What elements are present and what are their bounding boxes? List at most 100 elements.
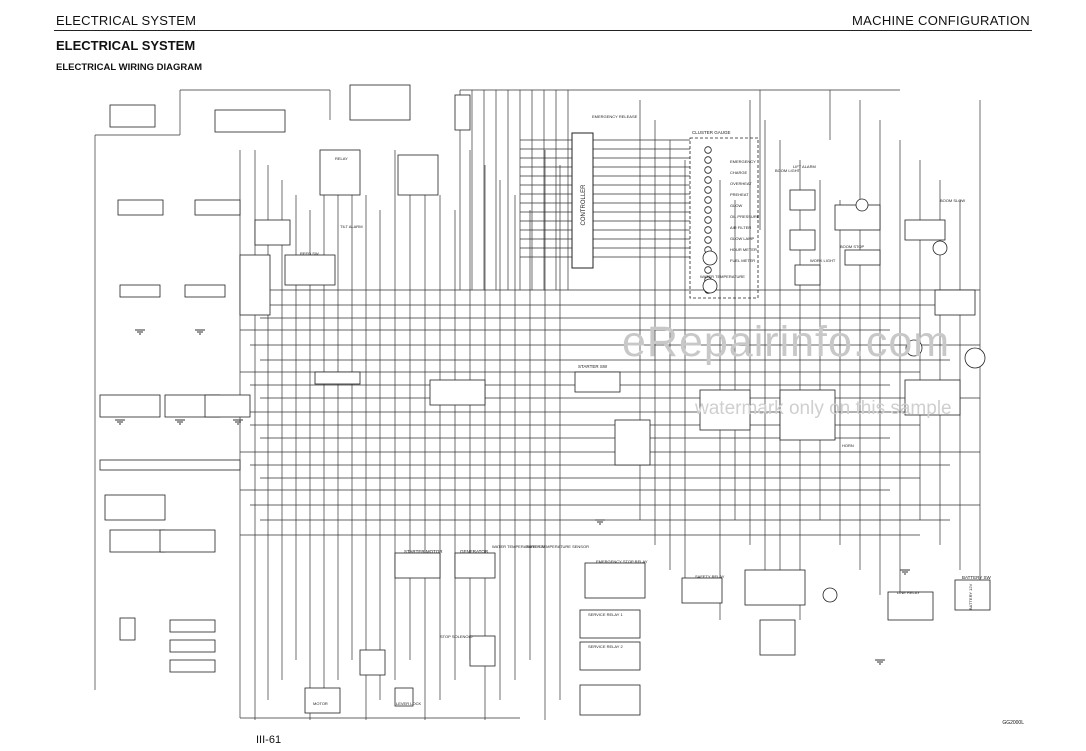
wiper-motor	[779, 389, 836, 441]
cluster-item-label: FUEL METER	[730, 258, 755, 263]
lift-alarm-relay	[214, 109, 286, 133]
work-light-label: WORK LIGHT	[810, 258, 836, 263]
relay-block-3	[204, 394, 251, 418]
reed-sw-block	[284, 254, 336, 286]
boom-light-fixture-2	[789, 229, 816, 251]
service-relay-2-block	[579, 641, 641, 671]
stop-solenoid-block	[469, 635, 496, 667]
cluster-item-label: GLOW	[730, 203, 742, 208]
boom-relay-block	[104, 494, 166, 521]
option-switch	[934, 289, 976, 316]
pump-icon	[905, 339, 923, 357]
gauge-lamp	[704, 146, 712, 154]
option-box	[454, 94, 471, 131]
boom-slow-relay	[904, 219, 946, 241]
travel-alarm-icon	[964, 347, 986, 369]
cluster-item-label: AIR FILTER	[730, 225, 751, 230]
cluster-gauge-label: CLUSTER GAUGE	[692, 130, 731, 135]
pressure-sw	[119, 617, 136, 641]
fuel-gauge-icon	[702, 278, 718, 294]
cluster-item-label: CHARGE	[730, 170, 747, 175]
relay-label: RELAY	[335, 156, 348, 161]
generator-block	[454, 552, 496, 579]
boom-stop-label: BOOM STOP	[840, 244, 864, 249]
meter-icon	[822, 587, 838, 603]
safety-relay-block	[681, 577, 723, 604]
line-relay-block	[887, 591, 934, 621]
controller-label: CONTROLLER	[581, 184, 587, 226]
gauge-lamp	[704, 166, 712, 174]
lift-alarm-label: LIFT ALARM	[793, 164, 816, 169]
cluster-item-label: OIL PRESSURE	[730, 214, 760, 219]
starter-motor-block	[394, 552, 441, 579]
safety-relay-label: SAFETY RELAY	[695, 574, 725, 579]
lever-lock-block	[394, 687, 414, 707]
relay-r1	[169, 619, 216, 633]
lever-lock-label: LEVER LOCK	[396, 701, 421, 706]
controller-block: CONTROLLER	[571, 132, 594, 269]
gauge-lamp	[704, 216, 712, 224]
cluster-item-label: HOUR METER	[730, 247, 757, 252]
boom-stop-sw	[844, 249, 881, 266]
page-number: III-61	[256, 734, 282, 746]
relay-module	[319, 149, 361, 196]
relay-r3	[169, 659, 216, 673]
cluster-item-label: PREHEAT	[730, 192, 749, 197]
header-left-title: ELECTRICAL SYSTEM	[56, 13, 197, 28]
boom-sw-icon	[855, 198, 869, 212]
stop-solenoid-label: STOP SOLENOID	[440, 634, 473, 639]
gauge-lamp	[704, 266, 712, 274]
line-relay-label: LINE RELAY	[897, 590, 920, 595]
temp-gauge-icon	[702, 250, 718, 266]
level-sensor	[397, 154, 439, 196]
speed-shift-block	[359, 649, 386, 676]
colour-legend	[349, 84, 411, 121]
option-relay-2	[429, 379, 486, 406]
watermark-sub: watermark only on this sample	[695, 398, 952, 419]
horn-label: HORN	[842, 443, 854, 448]
water-temp-sw-label: WATER TEMPERATURE SW	[492, 544, 545, 549]
light-sw	[794, 264, 821, 286]
components	[99, 84, 991, 716]
horn-icon	[932, 240, 948, 256]
battery-label: BATTERY 12V	[968, 583, 973, 610]
solenoid-block-2	[184, 284, 226, 298]
boom-light-fixture	[789, 189, 816, 211]
stop-relay-block	[744, 569, 806, 606]
gauge-lamp	[704, 186, 712, 194]
emergency-release-label: EMERGENCY RELEASE	[592, 114, 638, 119]
emergency-stop-relay-block	[584, 562, 646, 599]
cigarette-lighter	[699, 389, 751, 431]
fuse-strip	[99, 459, 241, 471]
shutdown-timer	[759, 619, 796, 656]
swivel-relay	[109, 529, 166, 553]
tilt-alarm-label: TILT ALARM	[340, 224, 363, 229]
motor-block	[304, 687, 341, 714]
section-title: ELECTRICAL SYSTEM	[56, 38, 196, 53]
service-relay-1-block	[579, 609, 641, 639]
service-connector	[109, 104, 156, 128]
cluster-item-label: OVERHEAT	[730, 181, 752, 186]
cluster-item-label: GLOW LAMP	[730, 236, 755, 241]
boom-light-label: BOOM LIGHT	[775, 168, 801, 173]
solenoid-pump	[904, 379, 961, 416]
starter-motor-label: STARTER MOTOR	[404, 549, 443, 554]
generator-label: GENERATOR	[460, 549, 489, 554]
gauge-lamp	[704, 156, 712, 164]
subsection-title: ELECTRICAL WIRING DIAGRAM	[56, 62, 203, 73]
connector-cp2	[194, 199, 241, 216]
gauge-lamp	[704, 236, 712, 244]
starter-sw-label: STARTER SW	[578, 364, 608, 369]
header-rule	[54, 30, 1032, 31]
connector-cp1	[117, 199, 164, 216]
service-relay-3-block	[579, 684, 641, 716]
water-temp-sensor-label: WATER TEMPERATURE SENSOR	[526, 544, 589, 549]
gauge-lamp	[704, 196, 712, 204]
solenoid-block-1	[119, 284, 161, 298]
battery-sw-label: BATTERY SW	[962, 575, 992, 580]
battery-sw-block	[954, 579, 991, 611]
service-relay-1-label: SERVICE RELAY 1	[588, 612, 623, 617]
emergency-stop-relay-label: EMERGENCY STOP RELAY	[596, 559, 648, 564]
